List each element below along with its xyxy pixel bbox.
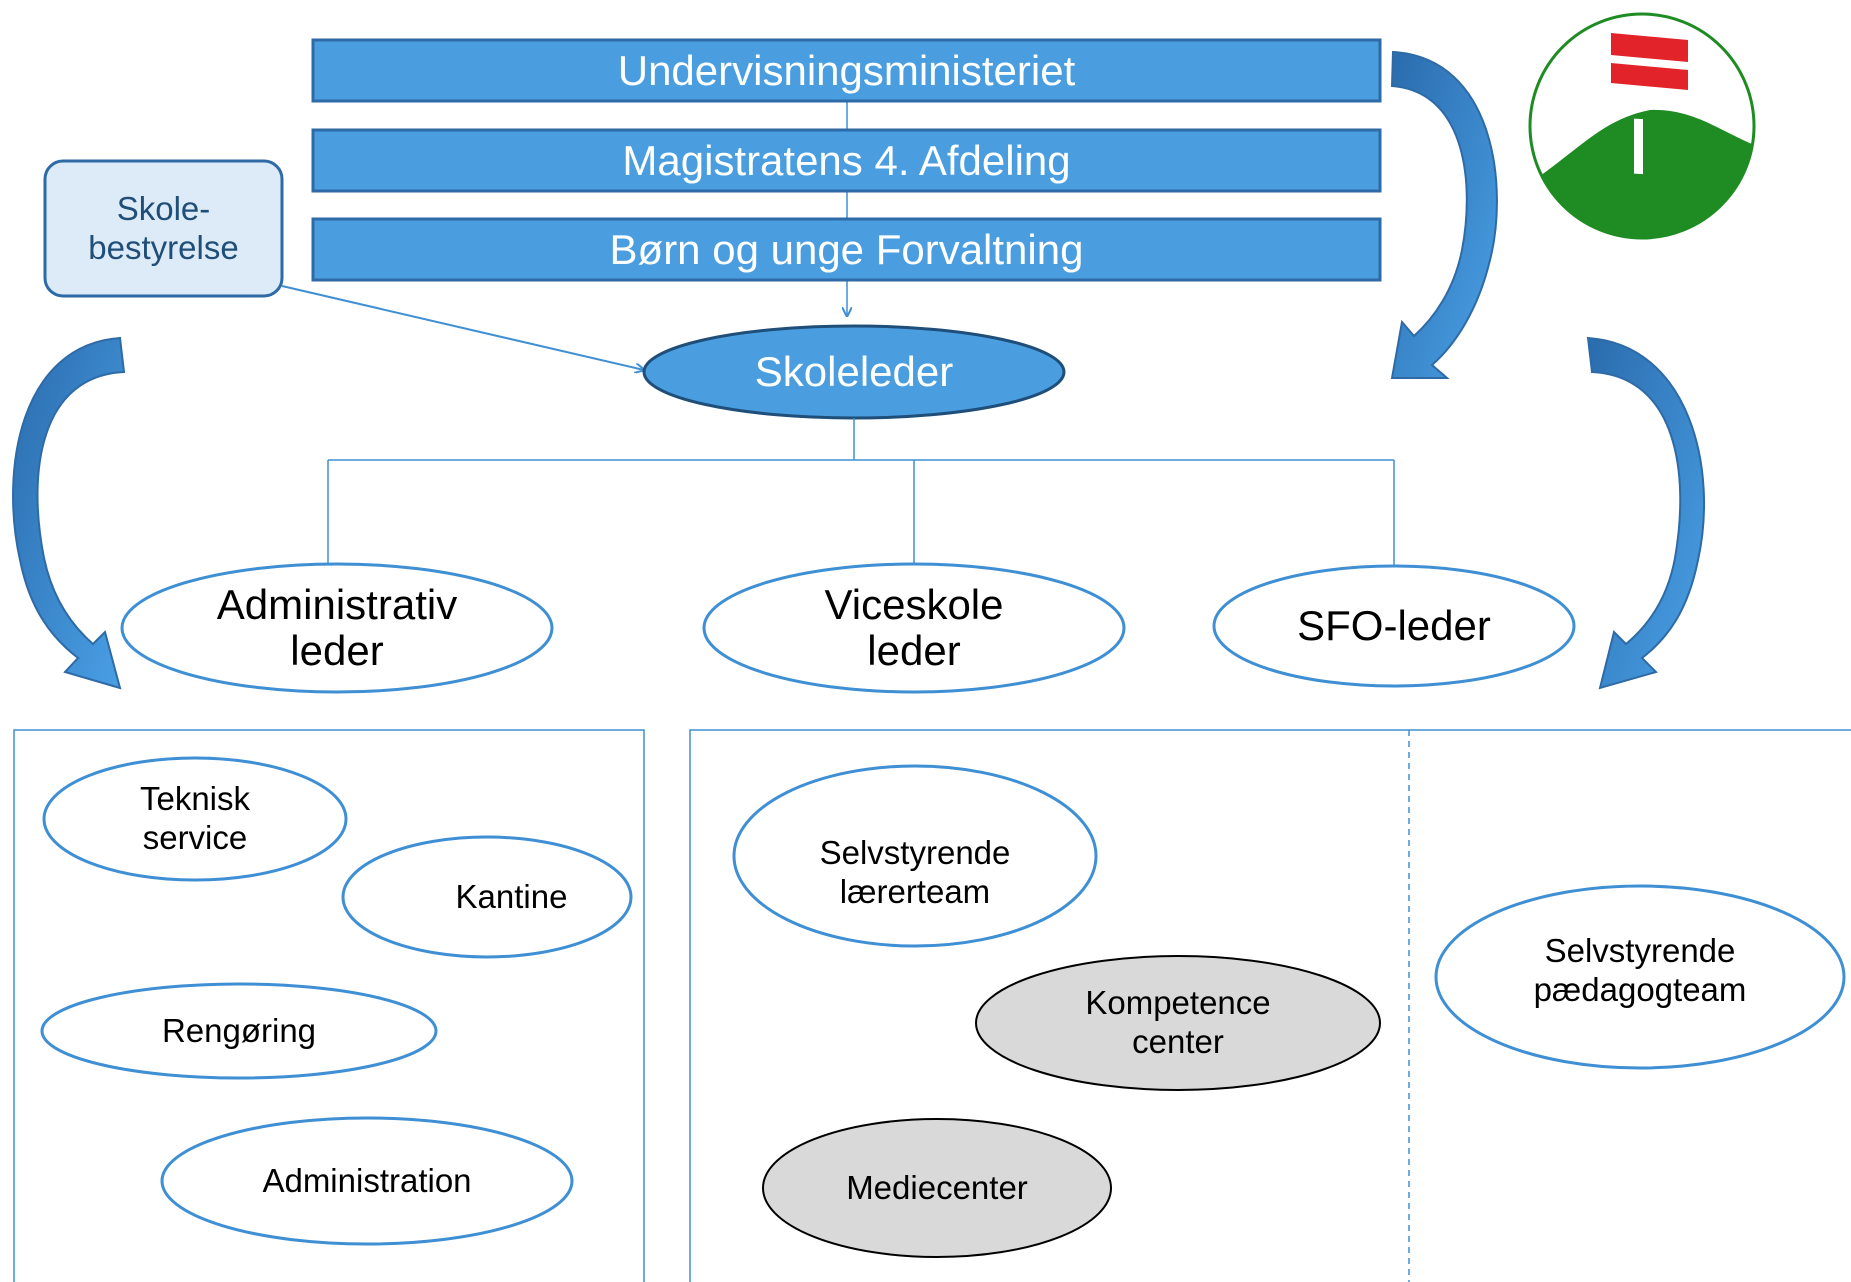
curved-arrow-right <box>1586 336 1705 690</box>
label-skoleleder: Skoleleder <box>754 348 954 396</box>
label-undervisningsministeriet: Undervisningsministeriet <box>617 46 1076 94</box>
leader-ellipse-sfo <box>1212 564 1576 688</box>
curved-arrow-top-right <box>1390 50 1498 379</box>
label-administrativ-leder: Administrativ leder <box>216 580 458 674</box>
unit-ellipse-rengoering <box>40 982 438 1080</box>
bar-boern-og-unge <box>311 217 1382 282</box>
flag-hill-logo <box>1528 12 1756 240</box>
label-sfo-leder: SFO-leder <box>1297 601 1491 649</box>
label-skolebestyrelse: Skole- bestyrelse <box>88 189 239 266</box>
board-to-skoleleder-arrow <box>281 285 644 370</box>
unit-ellipse-administration <box>160 1116 574 1246</box>
label-magistratens: Magistratens 4. Afdeling <box>622 136 1071 184</box>
curved-arrow-left <box>12 336 126 690</box>
label-paedagogteam: Selvstyrende pædagogteam <box>1533 932 1747 1008</box>
label-boern-og-unge: Børn og unge Forvaltning <box>609 225 1084 273</box>
teaching-panel <box>689 729 1851 1282</box>
bar-undervisningsministeriet <box>311 38 1382 103</box>
label-kantine: Kantine <box>455 877 568 915</box>
unit-ellipse-kompetence <box>975 955 1381 1091</box>
label-mediecenter: Mediecenter <box>846 1168 1028 1206</box>
admin-panel <box>13 729 645 1282</box>
bar-magistratens <box>311 128 1382 193</box>
unit-ellipse-paedagogteam <box>1434 884 1846 1070</box>
unit-ellipse-laererteam <box>732 764 1098 948</box>
label-rengoering: Rengøring <box>161 1011 317 1049</box>
label-teknisk-service: Teknisk service <box>139 780 251 856</box>
label-kompetence-center: Kompetence center <box>1085 984 1271 1060</box>
leader-ellipse-administrativ <box>120 562 554 694</box>
board-box <box>43 159 284 298</box>
unit-ellipse-mediecenter <box>762 1118 1112 1258</box>
leader-ellipse-viceskole <box>702 562 1126 694</box>
unit-ellipse-kantine <box>341 835 633 959</box>
danish-flag-icon <box>1611 33 1688 175</box>
label-administration: Administration <box>262 1161 472 1199</box>
label-laererteam: Selvstyrende lærerteam <box>819 834 1011 910</box>
label-viceskole-leder: Viceskole leder <box>824 580 1004 674</box>
unit-ellipse-teknisk-service <box>42 756 348 882</box>
